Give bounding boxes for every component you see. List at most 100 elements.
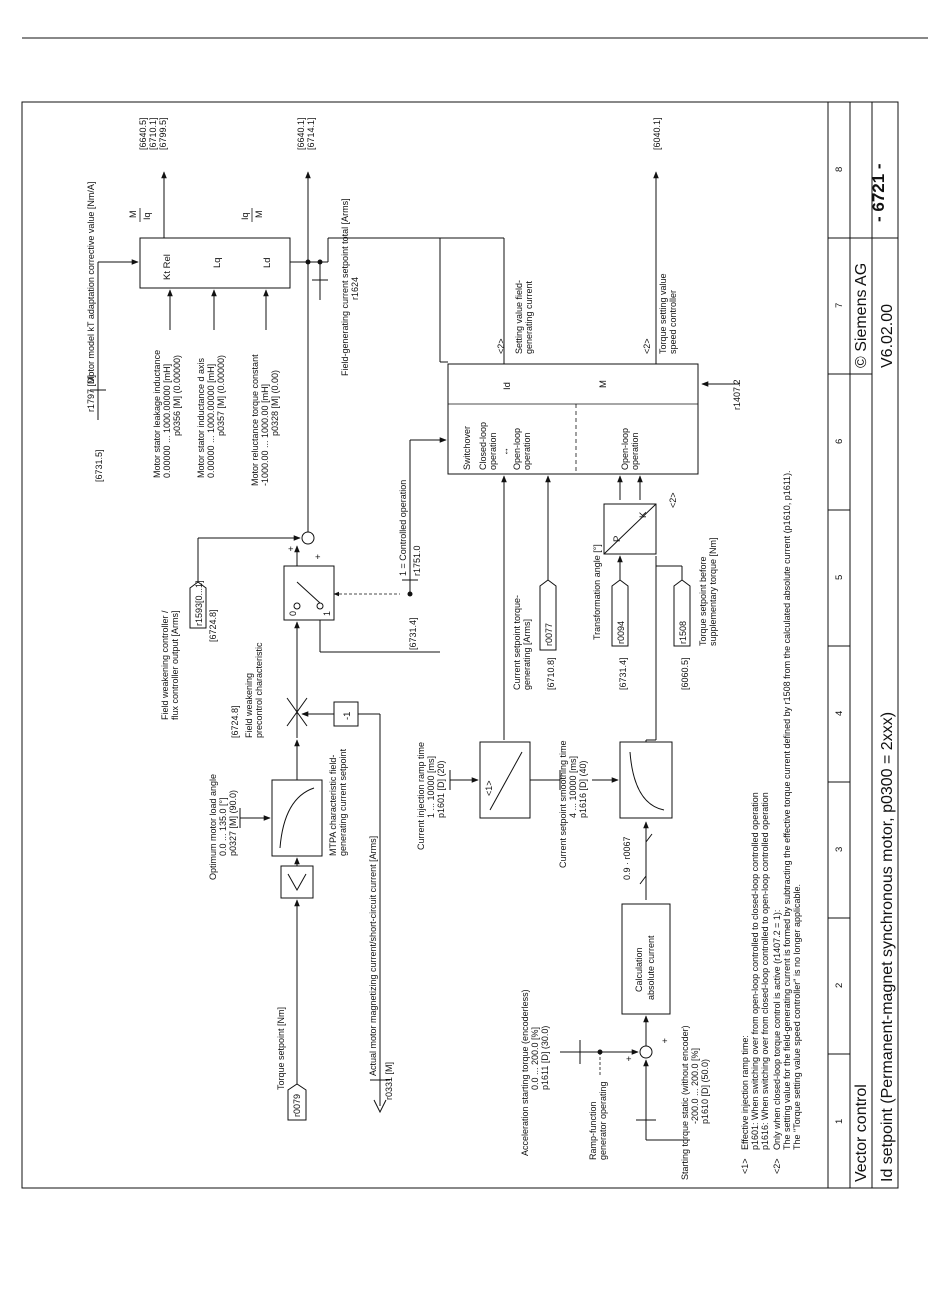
svg-text:r0094: r0094: [616, 621, 626, 644]
svg-text:<1>: <1>: [484, 780, 494, 796]
svg-text:Motor stator inductance d axis: Motor stator inductance d axis: [196, 357, 206, 478]
svg-text:Acceleration starting torque (: Acceleration starting torque (encoderles…: [520, 989, 530, 1156]
fw-label-1: Field weakening: [244, 673, 254, 738]
svg-text:p1611 [D] (30.0): p1611 [D] (30.0): [540, 1026, 550, 1090]
accel-torque-param: Acceleration starting torque (encoderles…: [520, 989, 603, 1156]
footer-copyright: © Siemens AG: [853, 263, 870, 368]
sv-field-label: <2> Setting value field- generating curr…: [496, 280, 534, 354]
svg-text:supplementary torque [Nm]: supplementary torque [Nm]: [708, 537, 718, 646]
svg-text:0: 0: [288, 611, 298, 616]
field-total-param: r1624: [350, 277, 360, 300]
svg-text:Torque setpoint [Nm]: Torque setpoint [Nm]: [276, 1007, 286, 1090]
svg-text:r0079: r0079: [292, 1094, 302, 1117]
svg-text:Field weakening controller /: Field weakening controller /: [160, 610, 170, 720]
svg-text:<2>: <2>: [772, 1158, 782, 1174]
svg-text:M: M: [128, 211, 138, 219]
svg-text:M: M: [254, 211, 264, 219]
fw-controller-input: Field weakening controller / flux contro…: [160, 580, 218, 720]
summing-junction-torque: [639, 1045, 653, 1059]
svg-text:<2>: <2>: [642, 338, 652, 354]
mag-current-arrow-tail: [373, 1099, 387, 1114]
inj-ramp-param: Current injection ramp time 1 ... 10000 …: [416, 742, 479, 850]
mtpa-label-2: generating current setpoint: [338, 748, 348, 856]
fw-precontrol-symbol: [286, 686, 308, 738]
svg-text:<2>: <2>: [668, 492, 678, 508]
ramp-block: <1>: [479, 741, 531, 819]
sum-plus-1: +: [288, 544, 294, 555]
column-ruler: 1 2 3 4 5 6 7 8: [828, 167, 850, 1124]
svg-text:1 ... 10000 [ms]: 1 ... 10000 [ms]: [426, 756, 436, 818]
fraction-iq-over-m: Iq M: [240, 208, 264, 222]
kr-param: Motor reluctance torque constant -1000.0…: [250, 289, 280, 486]
svg-text:r0077: r0077: [544, 623, 554, 646]
svg-text:Current setpoint torque-: Current setpoint torque-: [512, 595, 522, 690]
lsig-param: Motor stator leakage inductance 0.00000 …: [152, 289, 182, 478]
svg-text:1 = Controlled operation: 1 = Controlled operation: [398, 480, 408, 576]
svg-text:[6060.5]: [6060.5]: [680, 657, 690, 690]
calc-abs-block: Calculation absolute current: [621, 903, 671, 1015]
notes: <1> Effective injection ramp time: p1601…: [740, 470, 802, 1174]
svg-text:absolute current: absolute current: [646, 935, 656, 1000]
svg-text:[6724.8]: [6724.8]: [208, 609, 218, 642]
svg-text:p0356 [M] (0.00000): p0356 [M] (0.00000): [172, 355, 182, 436]
svg-text:1: 1: [322, 611, 332, 616]
svg-text:Iq: Iq: [240, 212, 250, 220]
r0077-input: Current setpoint torque- generating [Arm…: [512, 579, 557, 690]
svg-text:0.9 · r0067: 0.9 · r0067: [622, 836, 632, 880]
col-8: 8: [834, 167, 845, 172]
svg-text:[6731.4]: [6731.4]: [618, 657, 628, 690]
controlled-op-switch: 0 1: [283, 565, 335, 621]
svg-text:The setting value for the fiel: The setting value for the field-generati…: [782, 470, 792, 1150]
svg-text:generating [Arms]: generating [Arms]: [522, 619, 532, 690]
trans-angle-input: Transformation angle [°] r0094 [6731.4]: [592, 544, 629, 690]
svg-text:generator operating: generator operating: [598, 1081, 608, 1160]
svg-text:0.00000 ... 1000.00000 [mH]: 0.00000 ... 1000.00000 [mH]: [206, 364, 216, 478]
ld-param: Motor stator inductance d axis 0.00000 .…: [196, 289, 226, 478]
svg-text:[6710.8]: [6710.8]: [546, 657, 556, 690]
diagram-frame: [21, 101, 899, 1189]
load-angle-param: Optimum motor load angle 0.0 ... 135.0 […: [208, 774, 271, 880]
svg-text:operation: operation: [488, 432, 498, 470]
footer-page: - 6721 -: [869, 163, 888, 222]
svg-text:p0328 [M] (0.00): p0328 [M] (0.00): [270, 370, 280, 436]
svg-text:Open-loop: Open-loop: [620, 428, 630, 470]
ramp-gen-label: Ramp-function generator operating: [588, 1081, 608, 1160]
svg-text:Motor stator leakage inductanc: Motor stator leakage inductance: [152, 350, 162, 478]
footer-category: Vector control: [853, 1084, 870, 1182]
svg-text:r1508: r1508: [678, 621, 688, 644]
svg-text:r1751.0: r1751.0: [412, 545, 422, 576]
col-1: 1: [834, 1119, 845, 1124]
footer-title: Id setpoint (Permanent-magnet synchronou…: [879, 712, 896, 1182]
kt-adapt-param: r1797 [D]: [86, 375, 96, 412]
svg-text:flux controller output [Arms]: flux controller output [Arms]: [170, 610, 180, 720]
sum-t-plus-1: +: [626, 1054, 632, 1065]
col-5: 5: [834, 575, 845, 580]
out-top-ref-2: [6710.1]: [148, 117, 158, 150]
svg-text:M: M: [598, 380, 609, 388]
pk-block: P K <2>: [603, 492, 678, 555]
r14072-label: r1407.2: [732, 379, 742, 410]
abs-value-block: [280, 865, 314, 899]
svg-text:0.00000 ... 1000.00000 [mH]: 0.00000 ... 1000.00000 [mH]: [162, 364, 172, 478]
mag-current-param: r0331 [M]: [384, 1062, 394, 1100]
out-right-ref: [6040.1]: [652, 117, 662, 150]
svg-text:Id: Id: [502, 382, 513, 390]
svg-text:[6731.4]: [6731.4]: [408, 617, 418, 650]
switchover-block: Switchover Closed-loop operation ↔ Open-…: [447, 363, 699, 475]
svg-text:Open-loop: Open-loop: [512, 428, 522, 470]
svg-text:0.0 ... 135.0 [°]: 0.0 ... 135.0 [°]: [218, 797, 228, 856]
svg-text:Starting torque static (withou: Starting torque static (without encoder): [680, 1025, 690, 1180]
svg-text:p1601: When switching over fro: p1601: When switching over from open-loo…: [750, 792, 760, 1150]
svg-text:Torque setpoint before: Torque setpoint before: [698, 556, 708, 646]
svg-text:K: K: [638, 511, 649, 518]
svg-text:P: P: [612, 536, 623, 542]
svg-text:Only when closed-loop torque c: Only when closed-loop torque control is …: [772, 910, 782, 1150]
svg-text:Setting value field-: Setting value field-: [514, 280, 524, 354]
svg-text:p1616 [D] (40): p1616 [D] (40): [578, 760, 588, 818]
svg-text:p1610 [D] (50.0): p1610 [D] (50.0): [700, 1059, 710, 1124]
svg-text:Switchover: Switchover: [462, 426, 472, 470]
svg-text:Optimum motor load angle: Optimum motor load angle: [208, 774, 218, 880]
svg-text:Transformation angle [°]: Transformation angle [°]: [592, 544, 602, 640]
svg-text:operation: operation: [630, 432, 640, 470]
out-top-ref-1: [6640.5]: [138, 117, 148, 150]
